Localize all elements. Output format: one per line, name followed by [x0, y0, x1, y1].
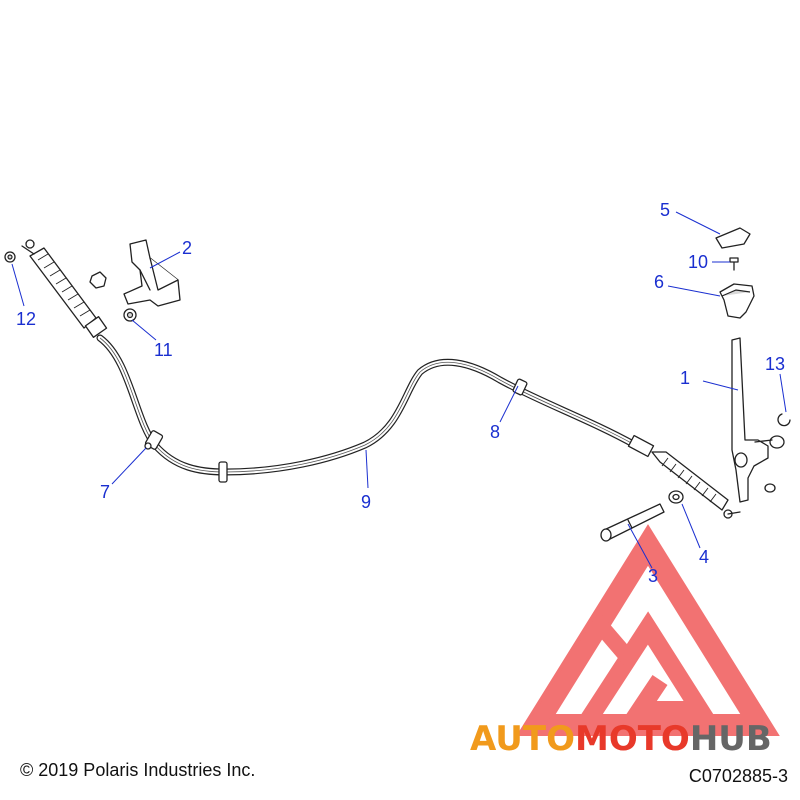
callout-13: 13 [765, 354, 785, 374]
callout-12: 12 [16, 309, 36, 329]
callout-7: 7 [100, 482, 110, 502]
leader-12 [11, 263, 25, 307]
leader-9 [365, 449, 369, 489]
callout-6: 6 [654, 272, 664, 292]
leader-7 [111, 447, 147, 485]
screw-part [729, 257, 739, 271]
nut-part [89, 271, 107, 289]
callout-3: 3 [648, 566, 658, 586]
small-nut-part [4, 251, 16, 263]
right-cable-boot [627, 434, 741, 519]
cable-assembly [21, 239, 741, 519]
callout-10: 10 [688, 252, 708, 272]
leader-5 [675, 211, 721, 235]
callout-8: 8 [490, 422, 500, 442]
leader-4 [681, 503, 701, 549]
svg-text:AUTOMOTOHUB: AUTOMOTOHUB [470, 719, 772, 759]
leader-2 [149, 251, 181, 269]
e-clip-part [777, 413, 791, 427]
callout-2: 2 [182, 238, 192, 258]
watermark-hub: HUB [690, 719, 772, 759]
leader-6 [667, 285, 721, 297]
cable-clip-left [144, 430, 164, 450]
washer-part [668, 490, 684, 504]
callout-4: 4 [699, 547, 709, 567]
diagram-id: C0702885-3 [688, 766, 788, 786]
watermark-wordmark: AUTOMOTOHUB [470, 719, 772, 759]
knob-cap-part [715, 227, 751, 249]
pin-part [600, 503, 665, 542]
callout-1: 1 [680, 368, 690, 388]
callout-5: 5 [660, 200, 670, 220]
leader-13 [779, 373, 787, 413]
leader-lines [11, 211, 787, 569]
shift-knob-part [719, 283, 755, 319]
shift-lever-part [731, 337, 785, 503]
copyright-notice: © 2019 Polaris Industries Inc. [20, 760, 256, 780]
watermark-logo [516, 524, 780, 736]
flange-nut-part [123, 308, 137, 322]
lever-nut-part [764, 483, 776, 493]
leader-3 [627, 523, 653, 569]
bracket-part [123, 239, 181, 307]
callout-11: 11 [154, 340, 173, 360]
watermark-moto: MOTO [575, 719, 690, 759]
cable-clip-middle [218, 461, 228, 483]
watermark-auto: AUTO [470, 719, 575, 759]
leader-1 [702, 380, 739, 391]
callout-9: 9 [361, 492, 371, 512]
leader-8 [499, 385, 519, 423]
leader-11 [131, 319, 157, 341]
left-cable-boot [21, 239, 108, 338]
cable-clip-right [512, 378, 528, 396]
callout-labels: 1 2 3 4 5 6 7 8 9 10 11 12 13 [16, 200, 785, 586]
